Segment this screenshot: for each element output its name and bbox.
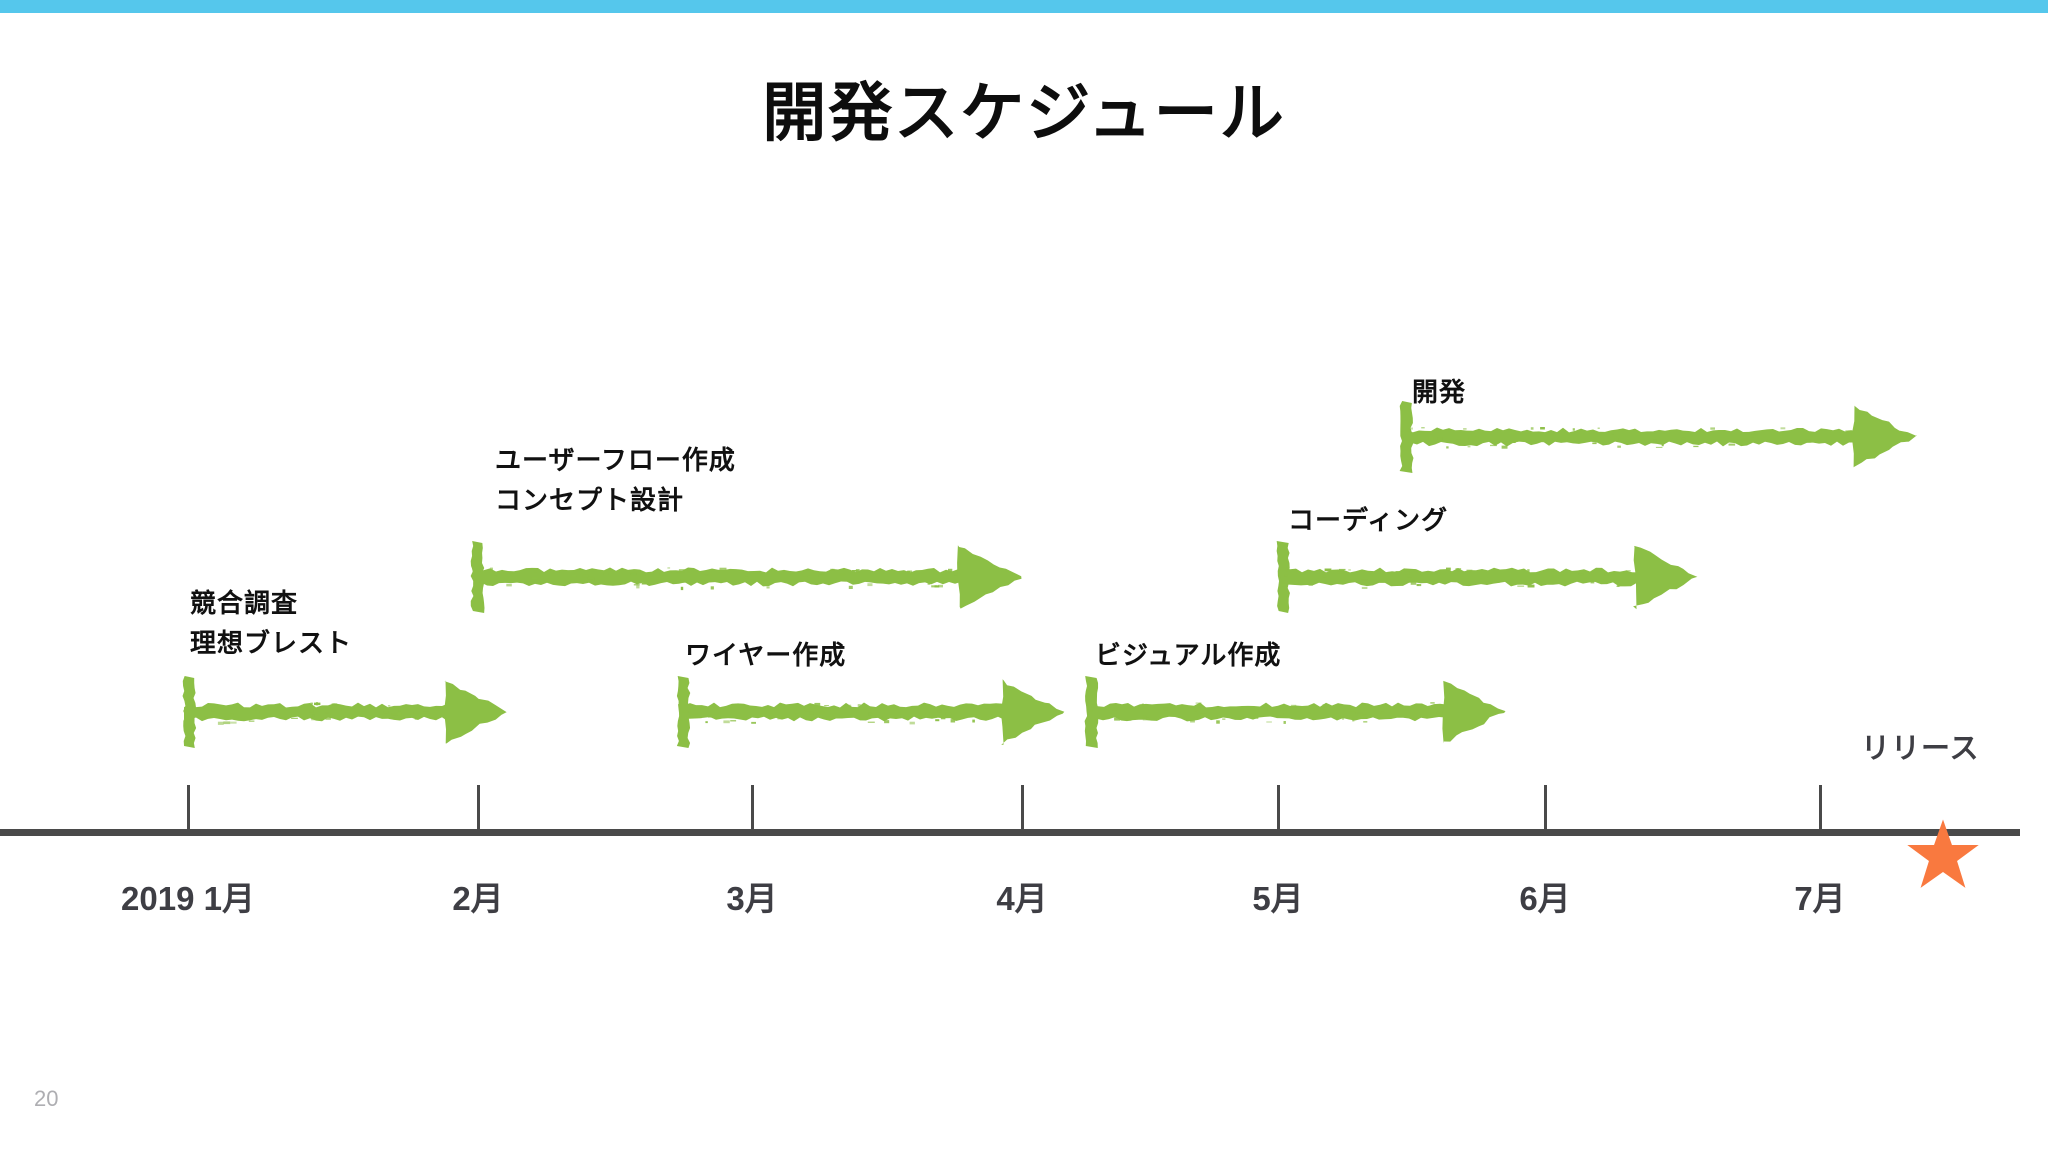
task-label-line: コンセプト設計 <box>495 485 685 516</box>
month-label-1: 2019 1月 <box>121 880 255 917</box>
timeline-tick <box>751 785 754 831</box>
timeline-tick <box>1544 785 1547 831</box>
month-label-5: 5月 <box>1252 880 1304 917</box>
month-label-7: 7月 <box>1794 880 1846 917</box>
page-title: 開発スケジュール <box>762 77 1286 149</box>
task-bar-competitor-research <box>178 673 512 751</box>
month-label-2: 2月 <box>452 880 504 917</box>
accent-top-bar <box>0 0 2048 13</box>
task-bar-coding <box>1272 538 1701 616</box>
task-bar-userflow-concept <box>466 538 1025 616</box>
task-label-line: ユーザーフロー作成 <box>495 445 736 475</box>
task-label-line: 理想ブレスト <box>190 628 353 659</box>
release-label: リリース <box>1861 733 1980 765</box>
task-label-coding: コーディング <box>1288 500 1448 540</box>
task-label-line: 開発 <box>1412 377 1467 407</box>
page-number: 20 <box>34 1086 59 1111</box>
task-bar-visual-design <box>1080 673 1509 751</box>
task-label-line: ビジュアル作成 <box>1095 640 1282 670</box>
task-bar-wireframe <box>672 673 1068 751</box>
timeline-tick <box>1021 785 1024 831</box>
task-label-line: 競合調査 <box>190 588 299 618</box>
task-label-wireframe: ワイヤー作成 <box>685 635 846 675</box>
month-label-3: 3月 <box>726 880 778 917</box>
release-star-icon <box>1905 818 1981 899</box>
month-label-6: 6月 <box>1519 880 1571 917</box>
timeline-tick <box>187 785 190 831</box>
task-label-line: ワイヤー作成 <box>685 640 847 670</box>
timeline-tick <box>1819 785 1822 831</box>
task-bar-development <box>1395 398 1919 476</box>
month-label-4: 4月 <box>996 880 1048 917</box>
task-label-visual-design: ビジュアル作成 <box>1095 635 1281 675</box>
timeline-axis-line <box>0 829 2020 836</box>
timeline-tick <box>1277 785 1280 831</box>
task-label-line: コーディング <box>1288 505 1449 535</box>
timeline-tick <box>477 785 480 831</box>
task-label-userflow-concept: ユーザーフロー作成コンセプト設計 <box>495 440 736 521</box>
task-label-competitor-research: 競合調査理想ブレスト <box>190 583 352 664</box>
task-label-development: 開発 <box>1412 372 1466 412</box>
